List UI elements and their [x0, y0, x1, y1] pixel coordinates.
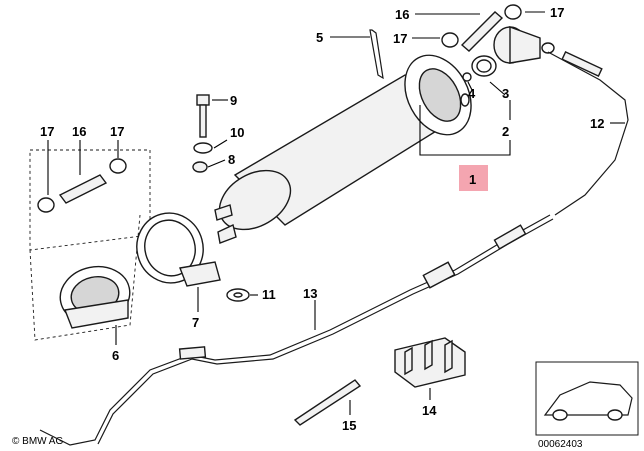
callout-17-top-right: 17 — [550, 5, 564, 20]
image-number: 00062403 — [538, 439, 583, 450]
fuel-filter-canister[interactable] — [209, 44, 484, 244]
cable-tie[interactable] — [293, 379, 362, 426]
holder-clamp[interactable] — [129, 206, 221, 291]
callout-1-highlight — [459, 165, 488, 191]
callout-15: 15 — [342, 418, 356, 433]
hose-clamp-left-top[interactable] — [109, 158, 127, 174]
clamp-group-outline — [29, 214, 141, 341]
leader-3 — [489, 81, 506, 96]
callout-10: 10 — [230, 125, 244, 140]
callout-7: 7 — [192, 315, 199, 330]
leader-8 — [207, 159, 226, 168]
callout-3: 3 — [502, 86, 509, 101]
callout-8: 8 — [228, 152, 235, 167]
hose-clamp-left-bottom[interactable] — [37, 197, 55, 213]
callout-4: 4 — [468, 86, 476, 101]
callout-17-top-left: 17 — [393, 31, 407, 46]
o-ring[interactable] — [471, 55, 497, 77]
callout-16-left: 16 — [72, 124, 86, 139]
fuel-line-13[interactable] — [39, 214, 554, 446]
small-seal[interactable] — [462, 72, 472, 82]
leader-1 — [419, 105, 511, 156]
connector-block[interactable] — [394, 337, 466, 388]
vehicle-thumbnail — [535, 361, 639, 436]
callout-14: 14 — [422, 403, 437, 418]
pressure-regulator[interactable] — [493, 25, 555, 64]
callout-12: 12 — [590, 116, 604, 131]
spring-clip[interactable] — [369, 29, 384, 80]
callout-5: 5 — [316, 30, 323, 45]
hose-top[interactable] — [460, 11, 504, 52]
callout-16-top: 16 — [395, 7, 409, 22]
rubber-sleeve[interactable] — [55, 260, 135, 329]
leader-10 — [213, 139, 228, 149]
callout-13: 13 — [303, 286, 317, 301]
hose-left[interactable] — [58, 174, 108, 204]
callout-1: 1 — [469, 172, 476, 187]
bolt[interactable] — [196, 94, 210, 138]
copyright-text: © BMW AG — [12, 436, 63, 447]
leader-4 — [467, 81, 473, 91]
callout-6: 6 — [112, 348, 119, 363]
hose-clamp-top-left[interactable] — [441, 32, 459, 48]
hose-clamp-top-right[interactable] — [504, 4, 522, 20]
callout-9: 9 — [230, 93, 237, 108]
callout-11: 11 — [262, 287, 276, 302]
callout-2: 2 — [502, 124, 509, 139]
fuel-line-12[interactable] — [547, 50, 629, 216]
washer-11[interactable] — [226, 288, 250, 302]
washer-10[interactable] — [193, 142, 213, 154]
callout-17-left-bottom: 17 — [40, 124, 54, 139]
nut-8[interactable] — [192, 161, 208, 173]
callout-17-left-top: 17 — [110, 124, 124, 139]
